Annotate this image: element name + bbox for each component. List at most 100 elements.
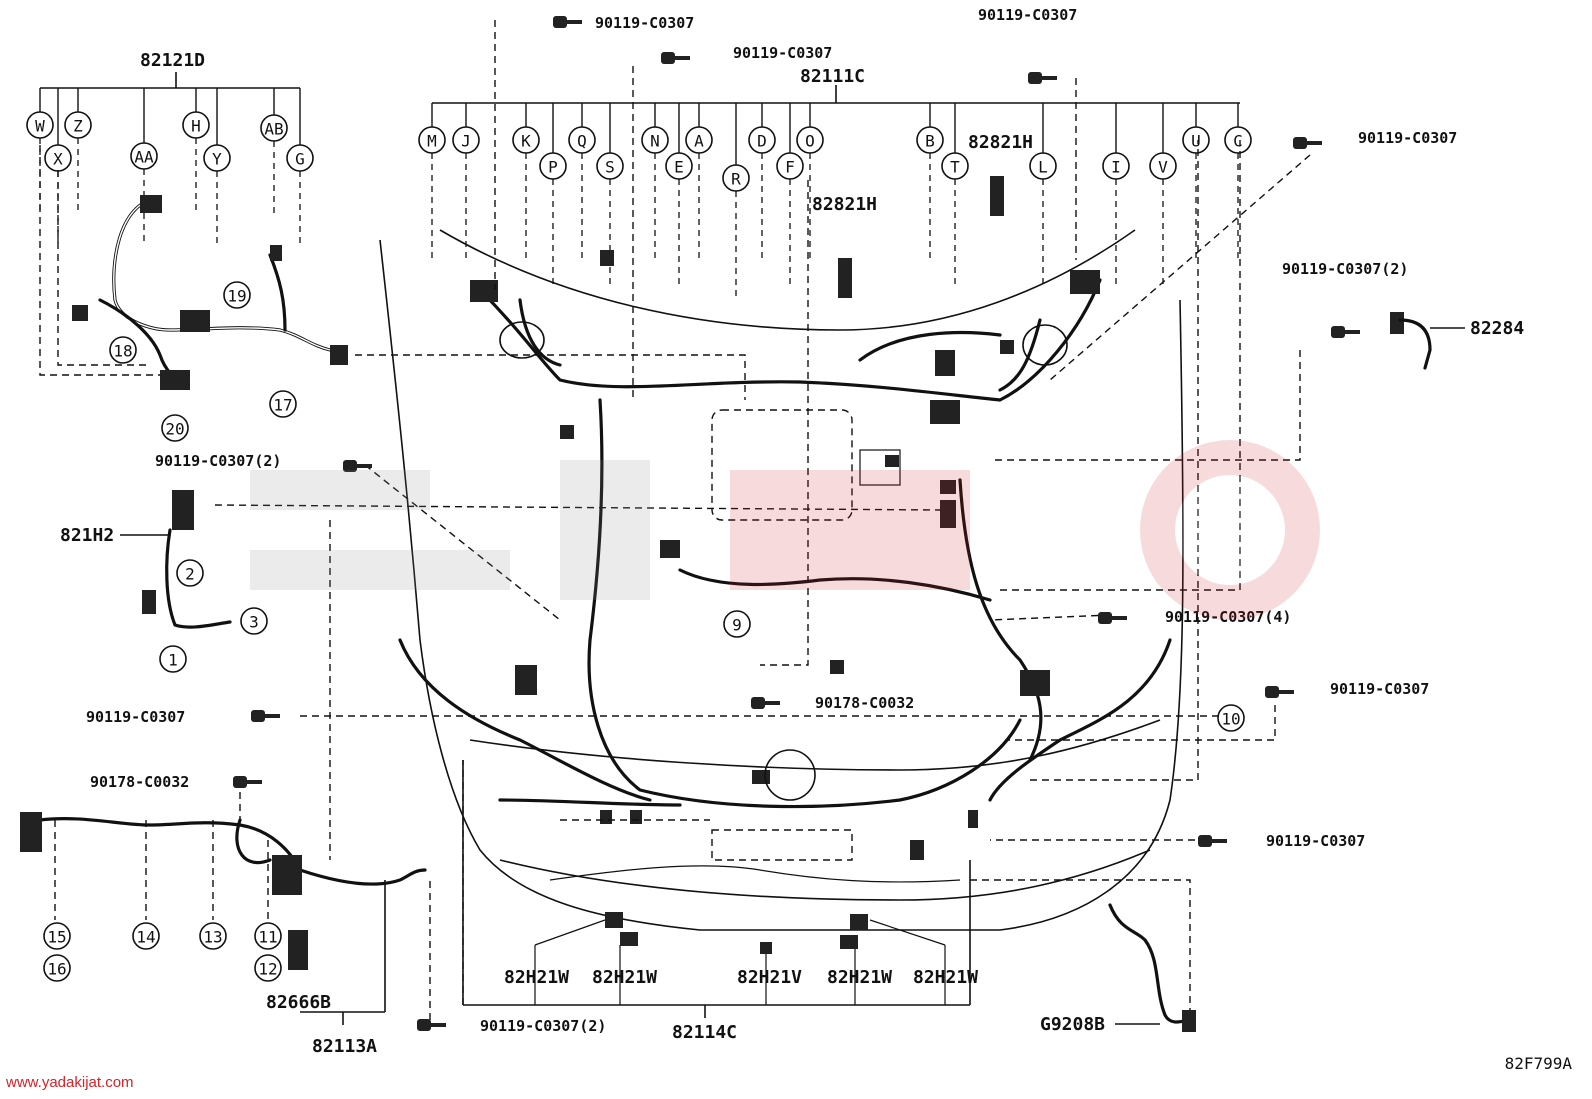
callout-letter: Q <box>568 126 596 154</box>
label-82121D: 82121D <box>140 50 205 71</box>
callout-letter-text: D <box>757 132 767 151</box>
callout-number: 13 <box>199 922 227 950</box>
callout-letter-text: X <box>53 150 63 169</box>
callout-letter: C <box>1224 126 1252 154</box>
callout-letter: J <box>452 126 480 154</box>
callout-number: 15 <box>43 922 71 950</box>
callout-letter: A <box>685 126 713 154</box>
callout-letter: T <box>941 152 969 180</box>
callout-letter-text: K <box>521 132 531 151</box>
part-label-bolt_right_low: 90119-C0307 <box>1198 832 1365 850</box>
label-821H2: 821H2 <box>60 525 114 546</box>
part-label-bolt_top_c: 90119-C0307 <box>978 6 1077 84</box>
callout-letter-text: AB <box>264 120 283 139</box>
callout-letter: O <box>796 126 824 154</box>
callout-letter-text: W <box>35 117 45 136</box>
footer-site[interactable]: www.yadakijat.com <box>6 1074 134 1091</box>
callout-letter-text: I <box>1111 158 1121 177</box>
part-number-text: 90119-C0307 <box>1266 832 1365 850</box>
top-callout-bus <box>432 85 1240 104</box>
callout-letter: B <box>916 126 944 154</box>
part-number-labels: 90119-C0307 90119-C0307 90119-C0307 90119-C… <box>86 6 1457 1035</box>
callout-number: 16 <box>43 954 71 982</box>
callout-letter: G <box>286 144 314 172</box>
callout-letter: I <box>1102 152 1130 180</box>
callout-letter: K <box>512 126 540 154</box>
callout-letter-text: N <box>650 132 660 151</box>
label-G9208B: G9208B <box>1040 1014 1105 1035</box>
label-82284: 82284 <box>1470 318 1524 339</box>
relay-upper <box>990 176 1004 216</box>
callout-letter: U <box>1182 126 1210 154</box>
callout-number-text: 18 <box>113 342 132 361</box>
part-label-bolt_top_b: 90119-C0307 <box>661 44 832 64</box>
callout-number: 17 <box>269 390 297 418</box>
part-number-text: 90119-C0307(2) <box>155 452 281 470</box>
callout-number-text: 13 <box>203 928 222 947</box>
callout-number: 3 <box>240 607 268 635</box>
part-label-bolt_bottom: 90119-C0307(2) <box>417 1017 606 1035</box>
center-reservoir <box>764 749 816 801</box>
callout-number-text: 1 <box>168 651 178 670</box>
part-label-bolt_top_a: 90119-C0307 <box>553 14 694 32</box>
engine-bay-outline <box>379 229 1184 931</box>
label-82666B: 82666B <box>266 992 331 1013</box>
label-82H21W-2: 82H21W <box>592 967 657 988</box>
callout-letter: R <box>722 164 750 192</box>
callout-letter-text: P <box>548 158 558 177</box>
callout-letter: M <box>418 126 446 154</box>
part-label-bolt_right_top: 90119-C0307 <box>1293 129 1457 149</box>
callout-number-text: 10 <box>1221 710 1240 729</box>
right-grommet <box>1022 324 1068 366</box>
callout-number: 2 <box>176 559 204 587</box>
callout-letter: N <box>641 126 669 154</box>
part-number-text: 90119-C0307 <box>595 14 694 32</box>
callout-letter-text: O <box>805 132 815 151</box>
left-dashed-box <box>39 145 160 376</box>
part-number-text: 90119-C0307(2) <box>480 1017 606 1035</box>
callout-number: 12 <box>254 954 282 982</box>
label-82113A: 82113A <box>312 1036 377 1057</box>
callout-number-text: 16 <box>47 960 66 979</box>
callout-number: 10 <box>1217 704 1245 732</box>
callout-letter: AB <box>260 114 288 142</box>
callout-letter-text: G <box>295 150 305 169</box>
callout-letter-text: V <box>1158 158 1168 177</box>
callout-number: 1 <box>159 645 187 673</box>
callout-letter: Y <box>203 144 231 172</box>
part-label-bolt_right_mid: 90119-C0307 <box>1265 680 1429 698</box>
part-number-text: 90119-C0307 <box>978 6 1077 24</box>
callout-letter-text: R <box>731 170 741 189</box>
relay-mid <box>838 258 852 298</box>
callout-letter-text: U <box>1191 132 1201 151</box>
bottom-brackets <box>605 912 868 954</box>
callout-letter-text: A <box>694 132 704 151</box>
callout-letter-text: Q <box>577 132 587 151</box>
callout-letter: L <box>1029 152 1057 180</box>
callout-number-text: 14 <box>136 928 155 947</box>
callout-letter-text: H <box>191 117 201 136</box>
callout-number: 9 <box>723 610 751 638</box>
callout-letter: F <box>776 152 804 180</box>
part-number-text: 90119-C0307(4) <box>1165 608 1291 626</box>
callout-number: 18 <box>109 336 137 364</box>
callout-number-text: 3 <box>249 613 259 632</box>
label-82111C: 82111C <box>800 66 865 87</box>
ground-cable <box>1108 903 1196 1032</box>
left-harness <box>72 195 348 390</box>
label-82H21W-4: 82H21W <box>913 967 978 988</box>
left-callout-bus <box>40 72 300 89</box>
label-82H21V: 82H21V <box>737 967 802 988</box>
callout-letter: W <box>26 111 54 139</box>
callout-number-text: 12 <box>258 960 277 979</box>
callout-number-text: 2 <box>185 565 195 584</box>
callout-letter-text: Y <box>212 150 222 169</box>
main-harness <box>398 278 1172 809</box>
leader-lines <box>214 20 1311 1020</box>
part-number-text: 90178-C0032 <box>815 694 914 712</box>
part-number-text: 90119-C0307 <box>1358 129 1457 147</box>
part-label-clip_left: 90178-C0032 <box>90 773 262 791</box>
